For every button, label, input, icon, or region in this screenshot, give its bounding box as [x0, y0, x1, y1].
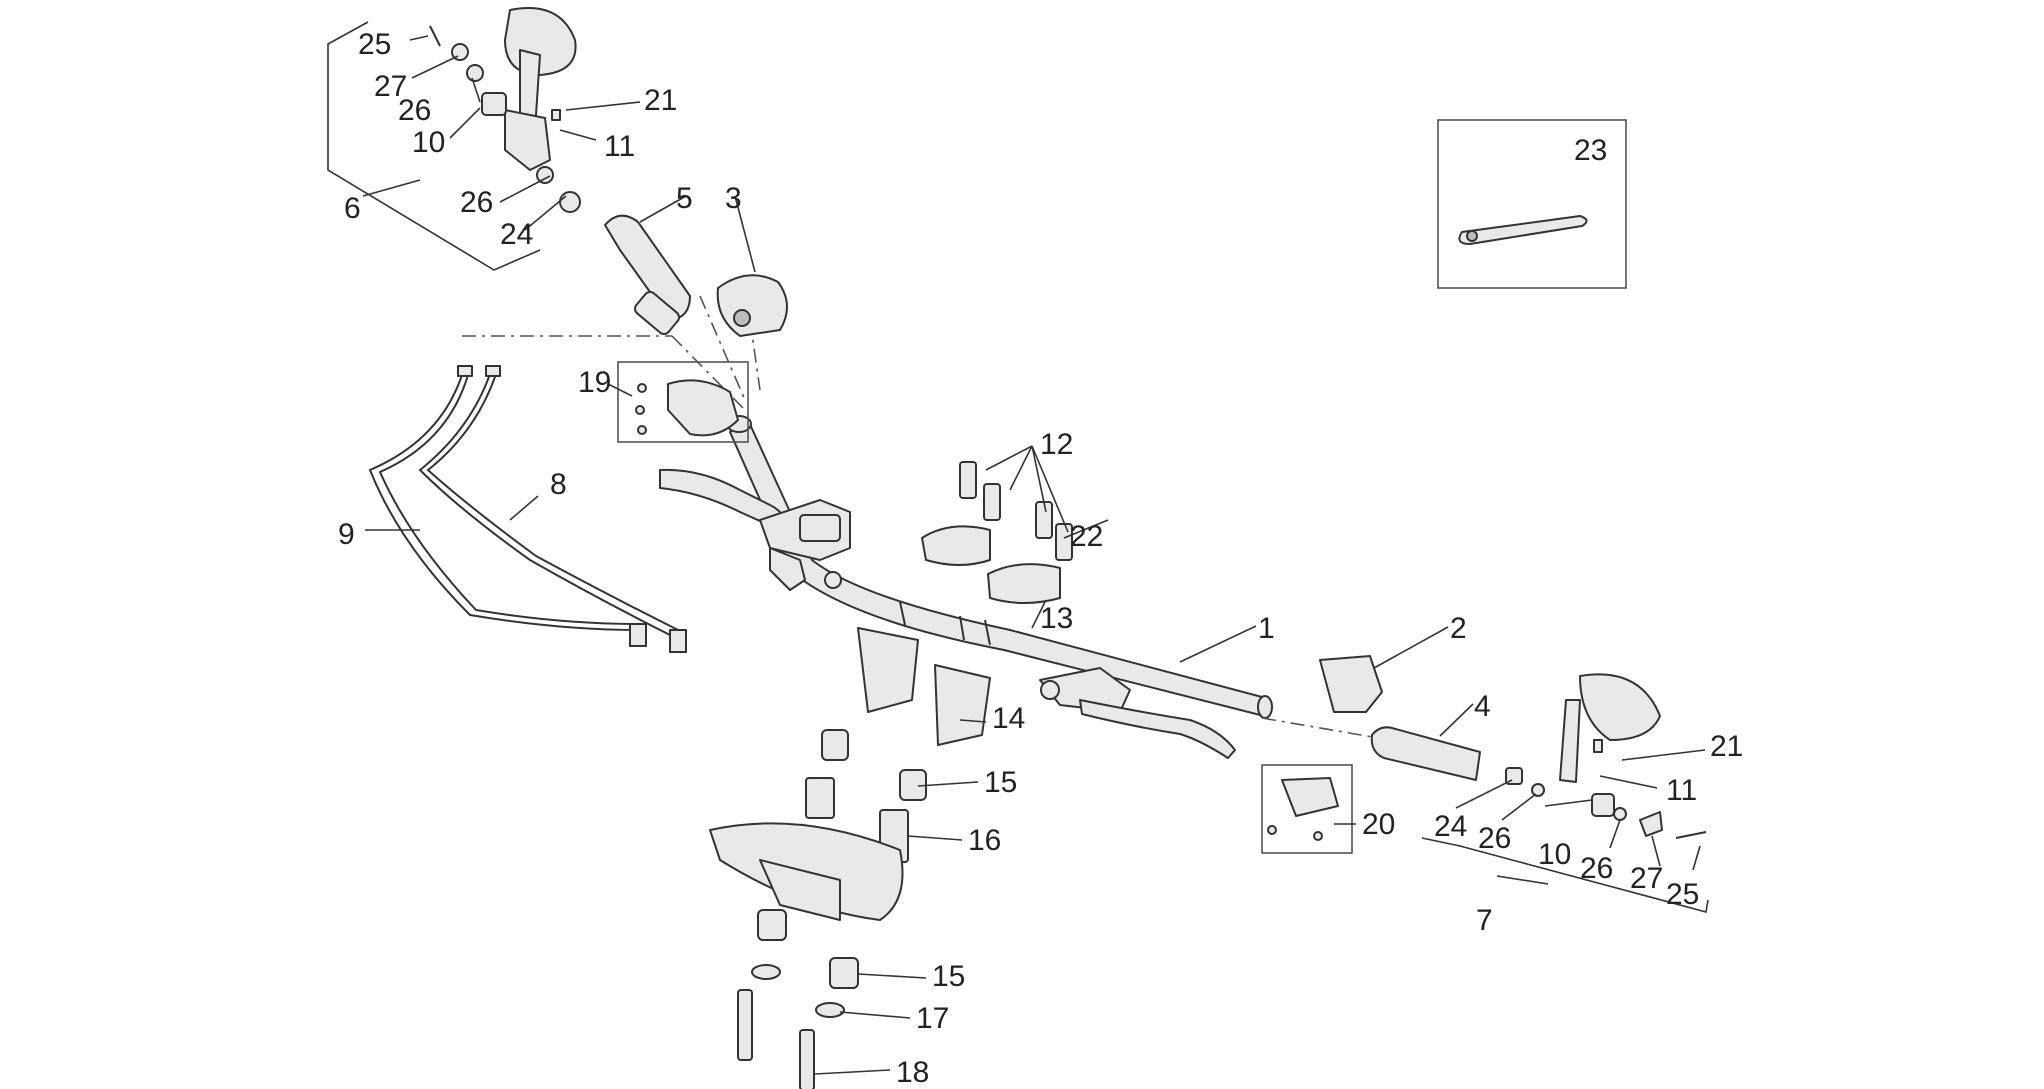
inset-part-23: [1437, 119, 1627, 289]
callout-6: 6: [344, 192, 361, 225]
callout-26-c: 26: [1580, 852, 1613, 885]
callout-21-left: 21: [644, 84, 677, 117]
callout-1: 1: [1258, 612, 1275, 645]
callout-12: 12: [1040, 428, 1073, 461]
callout-8: 8: [550, 468, 567, 501]
yoke-assembly: [709, 729, 927, 1089]
callout-11-right: 11: [1666, 774, 1697, 807]
callout-26-d: 26: [398, 94, 431, 127]
right-switch-housing: [1319, 655, 1383, 713]
right-switch-group: [1261, 764, 1353, 854]
clutch-lever-assembly: [1039, 667, 1236, 759]
callout-25-left: 25: [358, 28, 391, 61]
callout-20: 20: [1362, 808, 1395, 841]
left-grip: [604, 214, 691, 336]
left-switch-housing: [617, 361, 749, 443]
callout-16: 16: [968, 824, 1001, 857]
right-mirror-group: [1505, 673, 1707, 839]
callout-23: 23: [1574, 134, 1607, 167]
callout-labels: 1 2 3 4 5 6 7 8 9 10 10 11 11 12 13 14 1…: [338, 28, 1743, 1089]
left-mirror-group: [429, 7, 581, 213]
callout-27-right: 27: [1630, 862, 1663, 895]
callout-27-left: 27: [374, 70, 407, 103]
group-bracket-6: [327, 21, 541, 271]
callout-21-right: 21: [1710, 730, 1743, 763]
callout-13: 13: [1040, 602, 1073, 635]
callout-10-right: 10: [1538, 838, 1571, 871]
callout-3: 3: [725, 182, 742, 215]
callout-15-upper: 15: [984, 766, 1017, 799]
brake-lever-assembly: [659, 468, 851, 591]
callout-9: 9: [338, 518, 355, 551]
callout-15-lower: 15: [932, 960, 965, 993]
callout-5: 5: [676, 182, 693, 215]
callout-25-right: 25: [1666, 878, 1699, 911]
switch-cover: [716, 274, 788, 337]
callout-14: 14: [992, 702, 1025, 735]
callout-10-left: 10: [412, 126, 445, 159]
riser-clamps: [921, 461, 1073, 604]
callout-11-left: 11: [604, 130, 635, 163]
callout-26-b: 26: [1478, 822, 1511, 855]
callout-7: 7: [1476, 904, 1493, 937]
leader-lines: [362, 35, 1706, 1075]
callout-22: 22: [1070, 520, 1103, 553]
right-grip: [1370, 726, 1481, 781]
throttle-cables: [368, 365, 687, 653]
assembly-centreline: [462, 295, 1391, 741]
callout-24-right: 24: [1434, 810, 1467, 843]
callout-19: 19: [578, 366, 611, 399]
group-bracket-7: [1421, 837, 1709, 914]
callout-24-left: 24: [500, 218, 533, 251]
callout-2: 2: [1450, 612, 1467, 645]
callout-18: 18: [896, 1056, 929, 1089]
callout-4: 4: [1474, 690, 1491, 723]
callout-17: 17: [916, 1002, 949, 1035]
handlebar-risers: [857, 627, 991, 746]
callout-26-a: 26: [460, 186, 493, 219]
handlebar-tube: [726, 415, 1273, 719]
